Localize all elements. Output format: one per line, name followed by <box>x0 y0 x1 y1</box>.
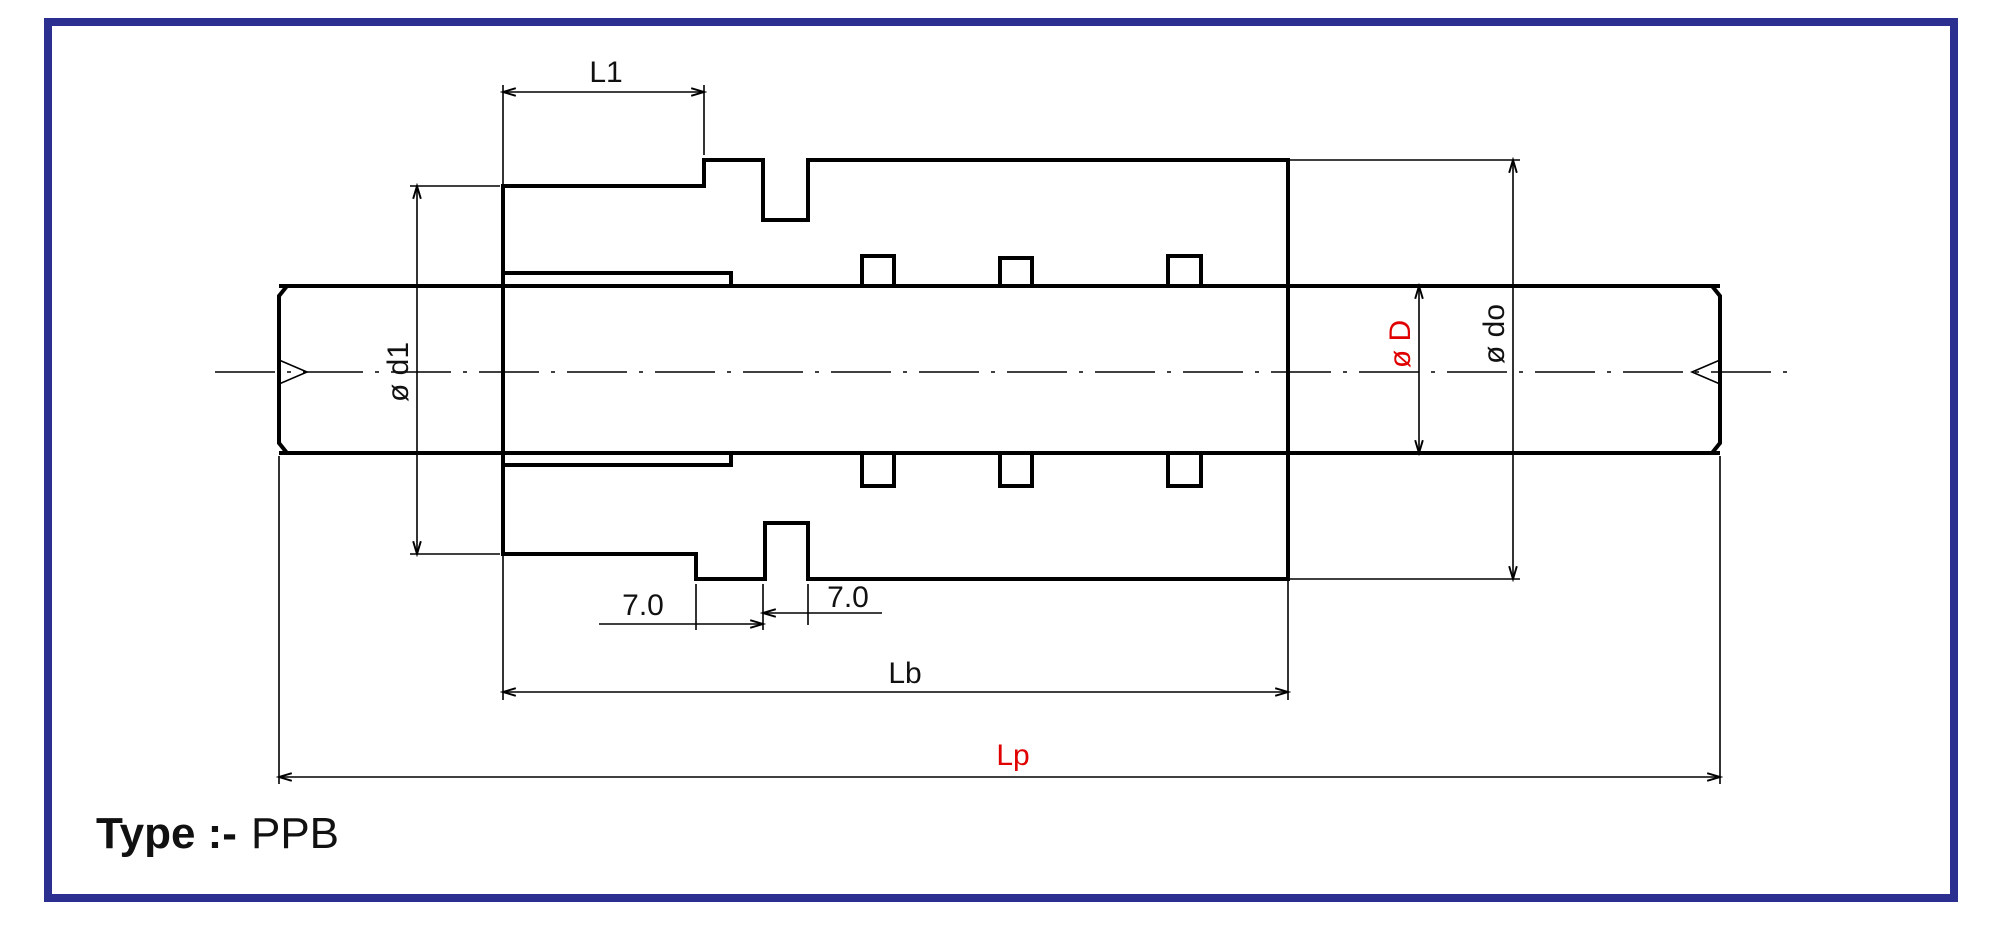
dimension-groove-right: 7.0 <box>763 581 882 625</box>
dimension-D: ø D <box>1384 286 1419 453</box>
bush-upper-section <box>501 158 1290 288</box>
dimension-Lb: Lb <box>503 456 1288 700</box>
label-D: ø D <box>1384 320 1417 368</box>
oil-grooves <box>860 254 1203 488</box>
type-caption: Type :- PPB <box>96 809 339 858</box>
dimension-d1: ø d1 <box>382 186 500 554</box>
type-caption-prefix: Type :- <box>96 809 237 858</box>
label-Lb: Lb <box>888 657 921 690</box>
type-caption-value: PPB <box>251 809 339 858</box>
label-groove-right: 7.0 <box>827 581 869 614</box>
dimension-groove-left: 7.0 <box>599 584 763 630</box>
dimension-L1: L1 <box>503 56 704 184</box>
label-do: ø do <box>1478 304 1511 364</box>
dimension-do: ø do <box>1290 160 1520 579</box>
center-mark-right <box>1689 359 1721 385</box>
label-d1: ø d1 <box>382 342 415 402</box>
dimension-Lp: Lp <box>279 456 1720 784</box>
label-Lp: Lp <box>996 739 1029 772</box>
label-L1: L1 <box>589 56 622 89</box>
label-groove-left: 7.0 <box>622 589 664 622</box>
